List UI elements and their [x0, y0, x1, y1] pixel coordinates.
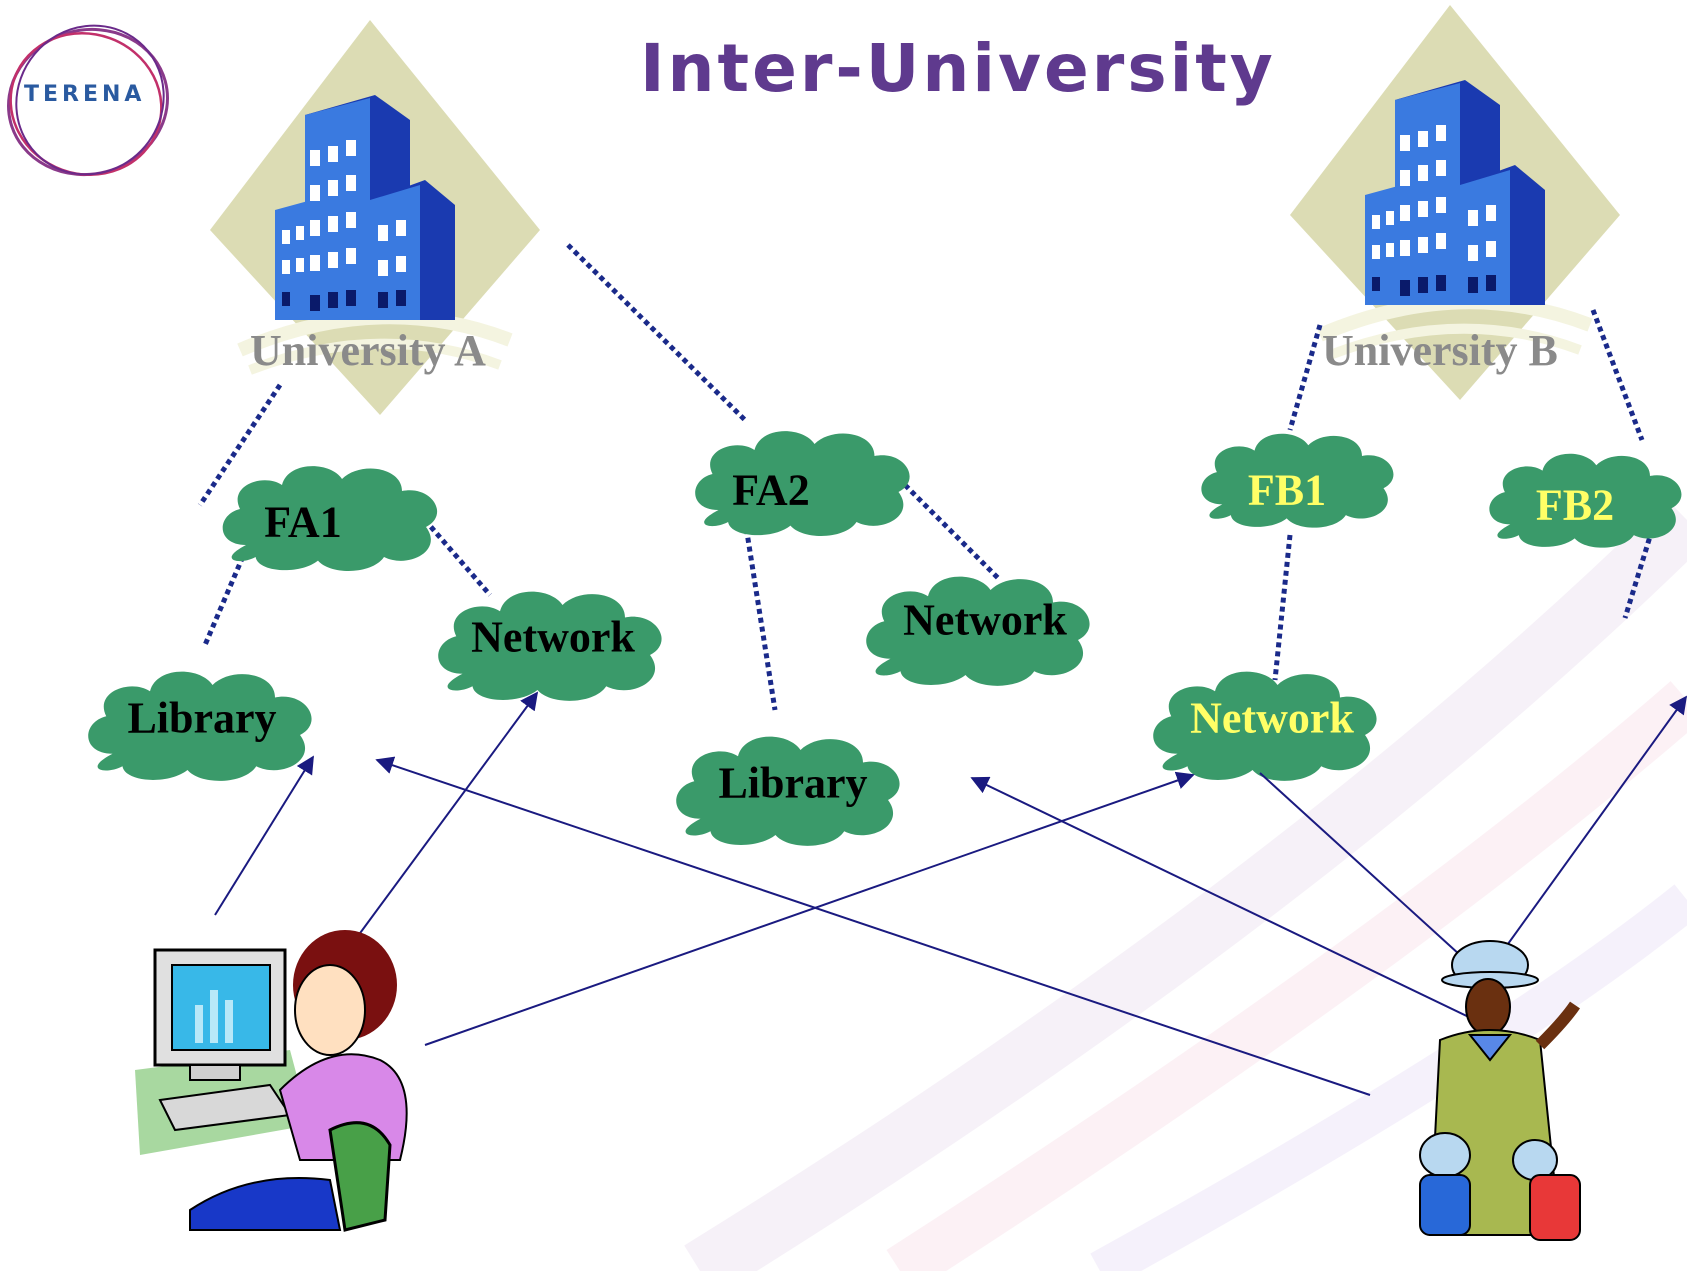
- cloud-label-fb2: FB2: [1535, 480, 1615, 530]
- building-icon: [1290, 5, 1620, 400]
- cloud-label-library-fa2: Library: [718, 758, 868, 808]
- logo-text: TERENA: [24, 82, 146, 107]
- cloud-label-fa1: FA1: [264, 497, 342, 547]
- arrow-traveler-library-a: [375, 756, 1371, 1096]
- cloud-label-fb1: FB1: [1247, 465, 1327, 515]
- link-fb2-down: [1622, 529, 1655, 619]
- arrow-user-network-a: [354, 691, 539, 941]
- traveler-icon: [1419, 940, 1581, 1241]
- link-fa2-network: [903, 483, 1002, 582]
- terena-logo: [7, 24, 169, 177]
- link-univb-fb2: [1590, 309, 1645, 441]
- cloud-label-network-a: Network: [471, 612, 635, 662]
- arrow-user-library-a: [214, 755, 314, 916]
- cloud-label-fa2: FA2: [732, 465, 810, 515]
- link-fb1-network: [1272, 534, 1293, 681]
- university-b-label: University B: [1322, 326, 1558, 375]
- building-icon: [210, 20, 540, 415]
- link-univb-fb1: [1287, 324, 1323, 431]
- link-univa-fa1: [197, 383, 283, 507]
- page-title: Inter-University: [640, 30, 1276, 107]
- arrow-traveler-library-fa2: [970, 776, 1476, 1021]
- university-a-label: University A: [250, 326, 486, 375]
- link-univa-fa2: [566, 243, 747, 422]
- link-fa1-network: [423, 518, 492, 597]
- computer-user-icon: [135, 930, 408, 1232]
- cloud-label-network-b: Network: [1190, 693, 1354, 743]
- cloud-label-network-fa2: Network: [903, 595, 1067, 645]
- link-fa2-library: [742, 519, 778, 711]
- arrow-traveler-fb2: [1499, 695, 1687, 956]
- arrow-user-network-b: [424, 771, 1195, 1046]
- cloud-label-library-a: Library: [127, 693, 277, 743]
- line-network-b-traveler: [1259, 772, 1461, 956]
